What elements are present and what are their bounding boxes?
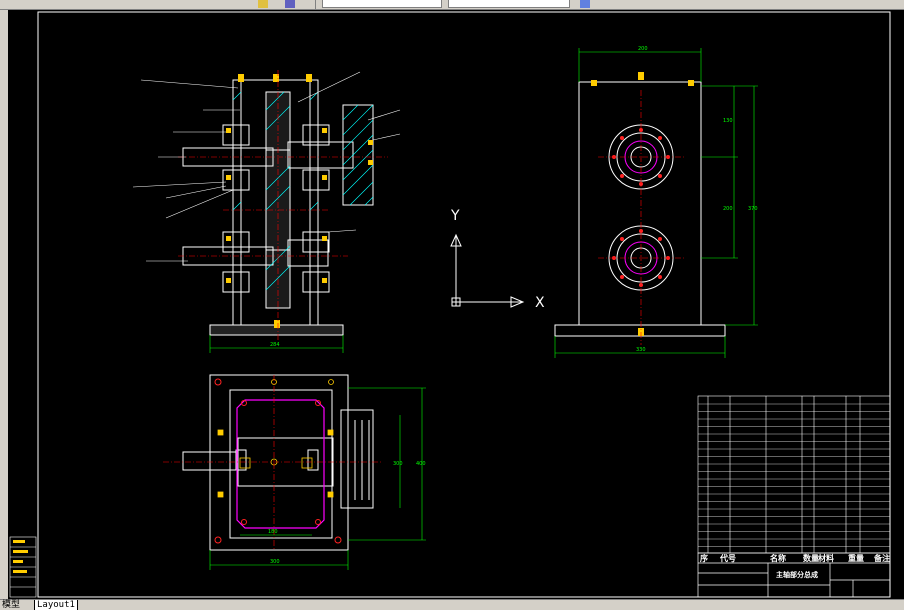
header-seq: 序: [700, 553, 708, 563]
top-red-holes: [214, 378, 342, 544]
parts-list: [697, 395, 891, 554]
properties-icon[interactable]: [285, 0, 295, 8]
top-view: [182, 374, 374, 551]
front-hatching: [232, 91, 374, 291]
layer-icon[interactable]: [258, 0, 268, 8]
top-dimensions: 300 180 300 400: [209, 387, 426, 570]
color-dropdown[interactable]: [448, 0, 570, 8]
top-pulley: [340, 409, 374, 509]
housing-right: [309, 79, 319, 326]
sheet-border: [37, 11, 891, 598]
svg-text:300: 300: [393, 461, 403, 467]
front-centerlines: [178, 70, 388, 340]
side-bolts: [612, 128, 670, 287]
header-note: 备注: [873, 553, 890, 563]
svg-text:330: 330: [636, 347, 646, 353]
tab-layout1[interactable]: Layout1: [34, 600, 78, 610]
svg-text:370: 370: [748, 206, 758, 212]
title-block-headers: 序 代号 名称 数量 材料 重量 备注: [700, 553, 890, 563]
drawing-title: 主轴部分总成: [776, 570, 818, 579]
top-centerlines: [163, 375, 383, 550]
top-base: [209, 374, 349, 551]
revision-block: [9, 536, 37, 598]
housing-left: [232, 79, 242, 326]
side-housing: [578, 81, 702, 326]
title-block: [697, 552, 891, 598]
ucs-x-label: X: [535, 295, 545, 311]
header-weight: 重量: [848, 553, 864, 563]
ucs-y-label: Y: [450, 208, 460, 224]
drawing-canvas[interactable]: 284 Y X: [8, 10, 904, 599]
left-strip: [0, 10, 8, 599]
side-centerlines: [598, 90, 684, 345]
svg-text:130: 130: [723, 118, 733, 124]
layer-dropdown[interactable]: [322, 0, 442, 8]
toolbar: [0, 0, 904, 10]
ucs-icon: [450, 233, 525, 308]
parts-list-rows: [698, 403, 890, 547]
toolbar-separator: [315, 0, 316, 9]
svg-text:200: 200: [638, 46, 648, 52]
cad-drawing: 284 Y X: [9, 11, 891, 598]
header-qty: 数量: [803, 553, 819, 563]
side-dimensions: 200 330 130 200 370: [554, 46, 758, 358]
side-yellow-marks: [591, 72, 694, 336]
top-magenta-frame: [236, 399, 325, 529]
header-material: 材料: [818, 553, 834, 563]
header-name: 名称: [770, 553, 786, 563]
linetype-icon[interactable]: [580, 0, 590, 8]
header-code: 代号: [719, 553, 736, 563]
svg-text:400: 400: [416, 461, 426, 467]
svg-text:180: 180: [268, 529, 278, 535]
front-leaders: [132, 71, 401, 262]
svg-text:200: 200: [723, 206, 733, 212]
layout-tab-bar: 模型 Layout1: [0, 599, 904, 610]
side-view: [554, 81, 726, 337]
front-dimension: 284: [209, 335, 344, 353]
front-bolts: [226, 74, 373, 328]
svg-text:284: 284: [270, 342, 280, 348]
svg-text:300: 300: [270, 559, 280, 565]
output-shaft-lower: [287, 239, 329, 267]
tab-model[interactable]: 模型: [2, 600, 21, 610]
